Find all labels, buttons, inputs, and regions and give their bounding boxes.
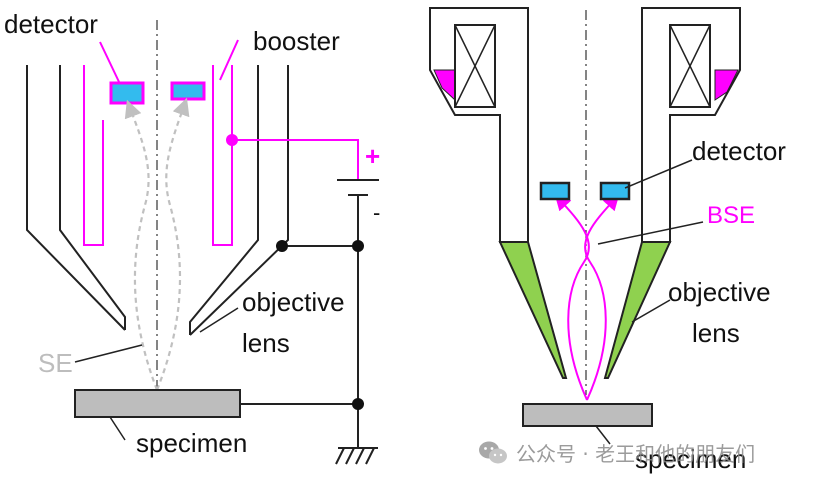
left-column-wall-inner-left [59, 65, 126, 330]
junction-dot-mid [352, 240, 364, 252]
left-specimen [74, 389, 241, 418]
bse-label: BSE [707, 202, 755, 229]
leader-detector-left [99, 41, 121, 85]
right-detector-1 [539, 181, 571, 201]
leader-se [74, 344, 143, 363]
battery-minus-sign: - [373, 200, 380, 225]
leader-objective-left [199, 307, 239, 333]
left-objective-label-line1: objective [242, 287, 345, 317]
ground-symbol [335, 447, 378, 465]
right-lens-tip-left [498, 241, 568, 379]
left-diagram: detector booster objective lens SE speci… [4, 9, 380, 465]
coil-right [669, 24, 711, 108]
leader-booster [219, 39, 239, 81]
se-trajectory-1 [124, 99, 159, 391]
battery-plus-sign: + [365, 141, 380, 171]
right-specimen [522, 403, 653, 427]
right-detector-label: detector [692, 136, 786, 166]
junction-dot-lens [276, 240, 288, 252]
se-label: SE [38, 348, 73, 378]
bse-trajectory-1 [554, 194, 590, 401]
left-column-wall-outer-right [189, 65, 289, 336]
wechat-icon [479, 441, 507, 463]
right-objective-label-line2: lens [692, 318, 740, 348]
booster-supply-wire [232, 139, 359, 180]
right-diagram: detector BSE objective lens specimen [429, 7, 786, 474]
bse-trajectory-2 [584, 194, 620, 401]
booster-electrode-right [212, 65, 233, 246]
left-detector-2 [170, 81, 206, 101]
left-detector-label: detector [4, 9, 98, 39]
left-detector-1 [109, 81, 145, 105]
booster-label: booster [253, 26, 340, 56]
junction-dot-specimen [352, 398, 364, 410]
watermark: 公众号 · 老王和他的朋友们 [478, 438, 755, 467]
left-objective-label-line2: lens [242, 328, 290, 358]
right-specimen-label: specimen [635, 444, 746, 474]
left-column-wall-outer-left [26, 65, 126, 331]
left-specimen-label: specimen [136, 428, 247, 458]
right-magenta-tip-right [714, 69, 739, 101]
left-column-wall-inner-right [189, 65, 259, 335]
booster-electrode-left [83, 65, 104, 246]
leader-bse [597, 221, 704, 245]
right-detector-2 [599, 181, 631, 201]
leader-specimen-right [595, 425, 611, 445]
right-objective-label-line1: objective [668, 277, 771, 307]
leader-detector-right [624, 159, 693, 189]
right-lens-tip-right [603, 241, 672, 379]
leader-specimen-left [109, 416, 126, 441]
leader-objective-right [631, 299, 671, 323]
se-trajectory-2 [155, 97, 190, 391]
watermark-text: 公众号 · 老王和他的朋友们 [516, 442, 756, 466]
coil-left [454, 24, 496, 108]
